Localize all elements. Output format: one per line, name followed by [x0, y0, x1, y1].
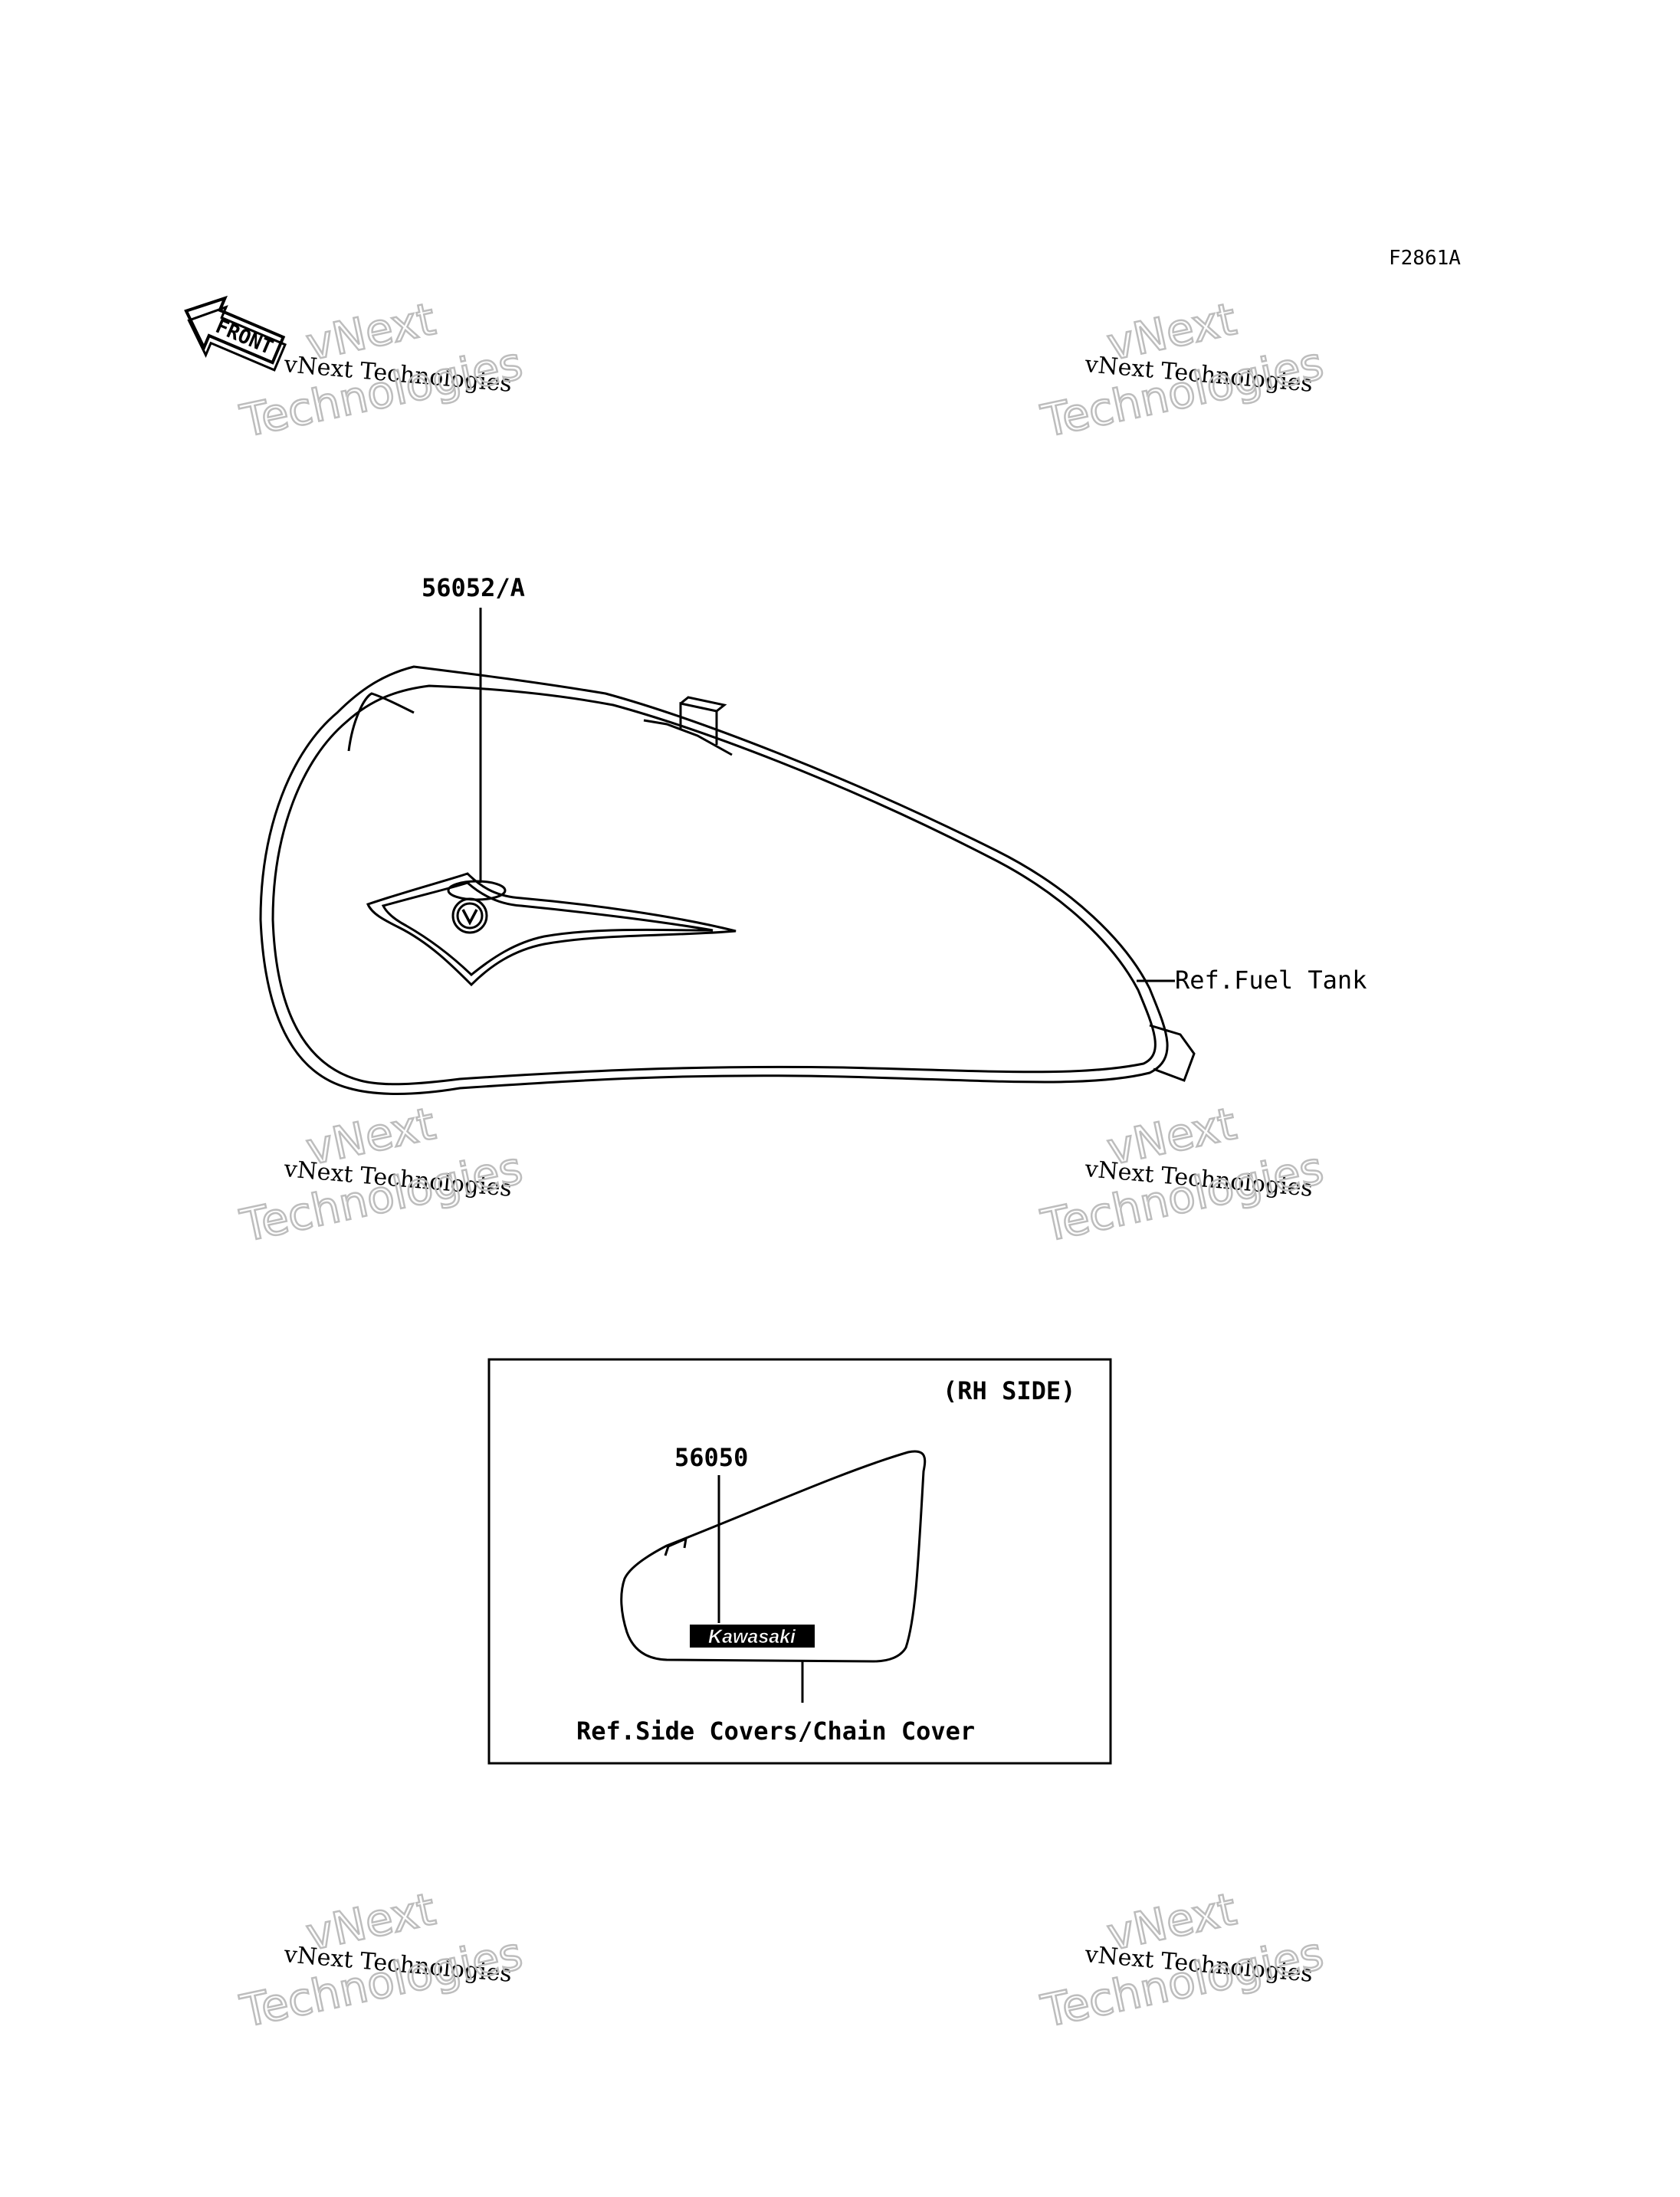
- front-arrow-icon: FRONT: [184, 295, 287, 372]
- emblem-v-badge: [451, 897, 488, 934]
- watermark: vNext vNext Technologies Technologies: [235, 1882, 528, 2038]
- part-number-56050[interactable]: 56050: [674, 1443, 748, 1472]
- tank-mount-tab: [1149, 1024, 1196, 1082]
- kawasaki-badge: Kawasaki: [690, 1625, 815, 1648]
- watermark: vNext vNext Technologies Technologies: [1036, 1882, 1329, 2038]
- kawasaki-badge-text: Kawasaki: [708, 1626, 796, 1648]
- ref-side-covers-label[interactable]: Ref.Side Covers/Chain Cover: [576, 1717, 975, 1746]
- watermark: vNext vNext Technologies Technologies: [235, 292, 528, 448]
- tank-filler-tab: [679, 696, 727, 745]
- leader-lines: [479, 608, 1175, 1703]
- tank-emblem: [366, 872, 737, 987]
- fuel-tank: [259, 665, 1196, 1095]
- side-cover: [620, 1450, 927, 1663]
- part-number-56052[interactable]: 56052/A: [422, 573, 525, 602]
- watermark: vNext vNext Technologies Technologies: [1036, 1097, 1329, 1253]
- inset-title: (RH SIDE): [943, 1376, 1075, 1405]
- figure-code: F2861A: [1389, 247, 1461, 270]
- ref-fuel-tank-label[interactable]: Ref.Fuel Tank: [1175, 966, 1367, 995]
- watermark: vNext vNext Technologies Technologies: [235, 1097, 528, 1253]
- watermark: vNext vNext Technologies Technologies: [1036, 292, 1329, 448]
- fuel-tank-outline: [259, 665, 1169, 1095]
- inset-frame: [487, 1358, 1112, 1765]
